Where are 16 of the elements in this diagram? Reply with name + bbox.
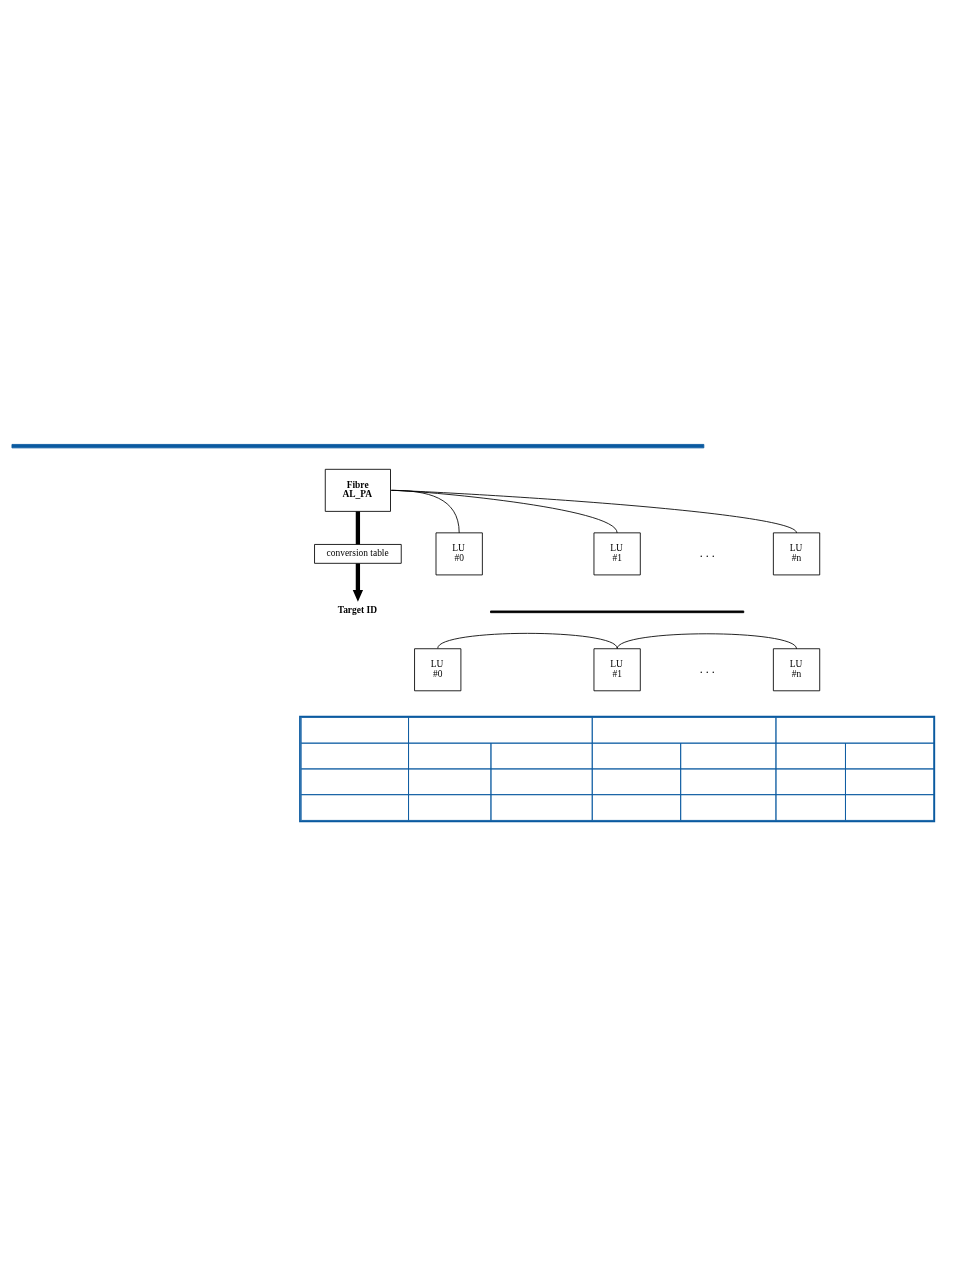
label: . . .: [699, 546, 715, 561]
node-box: LU #n: [772, 648, 821, 692]
node-box: LU #0: [414, 648, 462, 692]
node-box: LU #0: [435, 532, 483, 576]
connector: [437, 632, 618, 649]
connector: [616, 633, 797, 650]
connector: [355, 511, 361, 545]
node-box: LU #1: [593, 648, 641, 692]
node-box: LU #n: [772, 532, 821, 576]
node-box: Fibre AL_PA: [324, 468, 391, 512]
arrow: [352, 563, 364, 602]
node-box: conversion table: [314, 544, 402, 564]
label: . . .: [699, 661, 715, 676]
node-text: Target ID: [337, 605, 377, 616]
connector: [390, 489, 797, 534]
node-box: LU #1: [593, 532, 641, 576]
